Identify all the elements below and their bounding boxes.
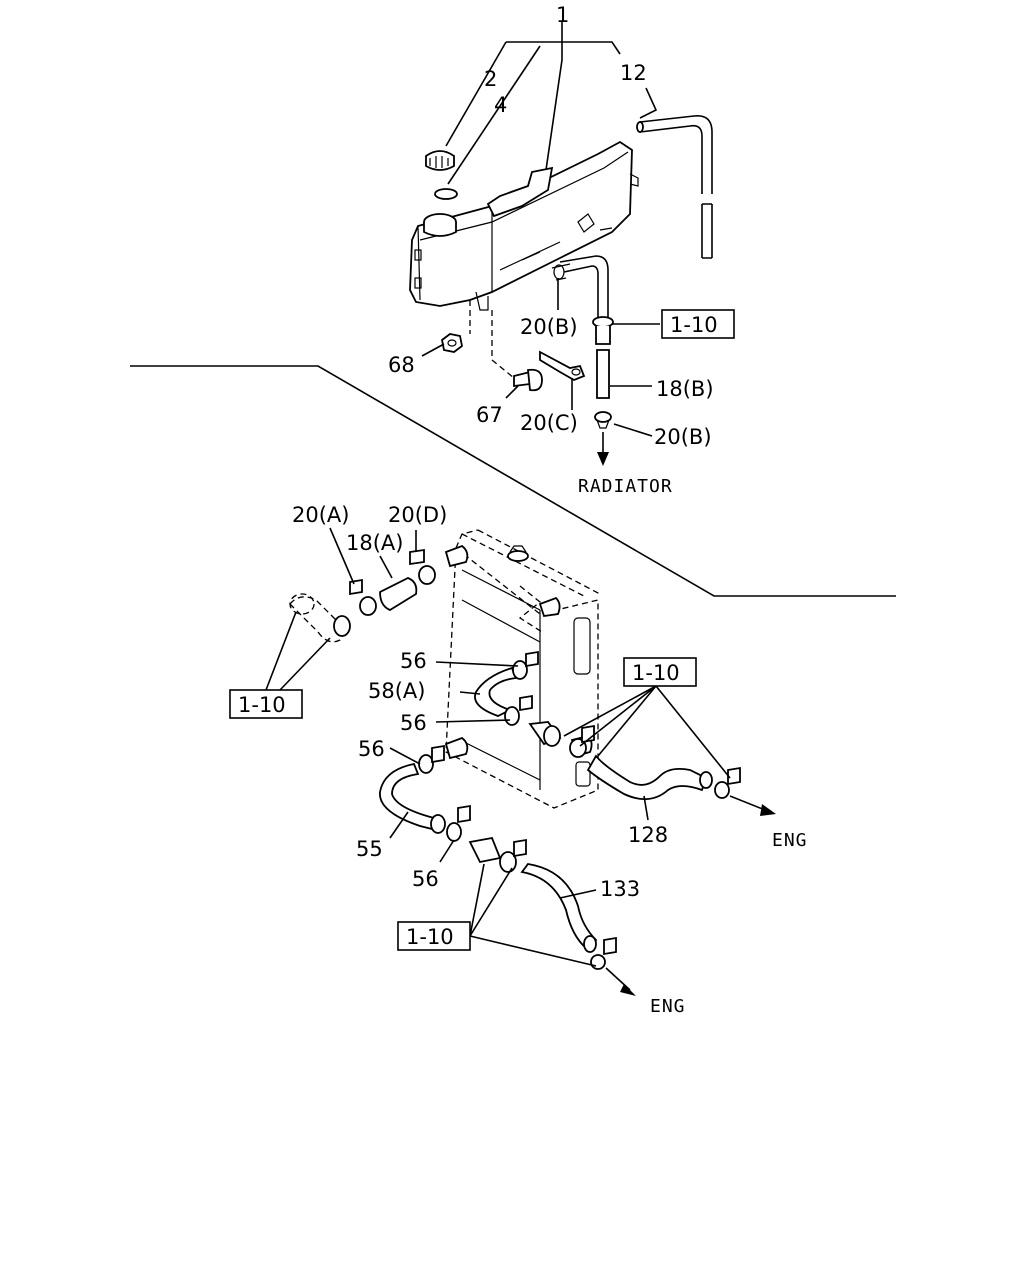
callout-56-d: 56: [412, 867, 439, 891]
leader-20a: [329, 527, 355, 585]
ref-label-1-10-right: 1-10: [632, 661, 680, 685]
reservoir-tank: [409, 140, 639, 311]
ref-label-1-10-top: 1-10: [670, 313, 718, 337]
eng-bottom-arrow-head: [620, 984, 636, 996]
eng-label-right: ENG: [772, 830, 808, 851]
leader-56-d: [439, 839, 455, 863]
overflow-hose: [636, 115, 713, 259]
hose-58a: [474, 650, 539, 726]
ref-box-1-10-left: [229, 689, 303, 719]
hose-133: [520, 863, 617, 970]
hose-55: [379, 744, 471, 834]
callout-20c: 20(C): [520, 411, 578, 435]
leader-1-10-bottom: [469, 863, 597, 967]
radiator-label: RADIATOR: [578, 476, 673, 497]
leader-2: [445, 41, 507, 147]
hose-18b: [596, 349, 610, 399]
callout-4: 4: [494, 93, 507, 117]
leader-55: [389, 811, 409, 839]
leader-4: [447, 45, 541, 185]
filler-cap: [425, 150, 455, 171]
eng-right-arrow-head: [760, 804, 776, 816]
callout-133: 133: [600, 877, 640, 901]
callout-58a: 58(A): [368, 679, 425, 703]
ref-label-1-10-left: 1-10: [238, 693, 286, 717]
elbow-fitting: [289, 593, 351, 643]
callout-68: 68: [388, 353, 415, 377]
callout-67: 67: [476, 403, 503, 427]
callout-56-b: 56: [400, 711, 427, 735]
outlet-pipe: [551, 255, 614, 345]
callout-56-a: 56: [400, 649, 427, 673]
leader-58a: [459, 691, 481, 695]
leader-56-c: [389, 747, 421, 765]
leader-18a: [379, 555, 393, 579]
callout-12: 12: [620, 61, 647, 85]
nut-68: [441, 333, 463, 353]
ref-box-1-10-right: [623, 657, 697, 687]
pipe-fitting-bottom: [446, 822, 527, 873]
bracket-1: [506, 41, 621, 55]
callout-20a: 20(A): [292, 503, 349, 527]
leader-67: [505, 385, 519, 399]
leader-128: [643, 795, 649, 821]
leader-1: [545, 22, 563, 171]
clamp-20b: [594, 411, 612, 429]
callout-2: 2: [484, 67, 497, 91]
ref-label-1-10-bottom: 1-10: [406, 925, 454, 949]
callout-128: 128: [628, 823, 668, 847]
ref-box-1-10-top: [661, 309, 735, 339]
leader-1-10-left: [265, 611, 331, 691]
hose-128: [586, 754, 741, 800]
callout-1: 1: [556, 3, 569, 27]
eng-label-bottom: ENG: [650, 996, 686, 1017]
clip-20c: [539, 350, 586, 381]
leader-68: [421, 343, 445, 357]
o-ring: [434, 188, 458, 200]
callout-20d: 20(D): [388, 503, 447, 527]
hose-18a: [349, 548, 436, 616]
bolt-leader-dash: [491, 310, 515, 379]
leader-1-10-right: [563, 685, 731, 779]
bolt-67: [513, 368, 543, 392]
leader-56-b: [435, 719, 511, 723]
callout-18b: 18(B): [656, 377, 714, 401]
callout-18a: 18(A): [346, 531, 403, 555]
callout-20b-top: 20(B): [520, 315, 578, 339]
radiator-arrow-head: [597, 452, 609, 466]
leader-133: [559, 889, 597, 899]
leader-20b-bottom: [613, 423, 653, 437]
ref-box-1-10-bottom: [397, 921, 471, 951]
section-divider: [130, 365, 896, 597]
leader-56-a: [435, 661, 519, 667]
callout-20b-bottom: 20(B): [654, 425, 712, 449]
callout-55: 55: [356, 837, 383, 861]
leader-12: [639, 87, 658, 119]
callout-56-c: 56: [358, 737, 385, 761]
